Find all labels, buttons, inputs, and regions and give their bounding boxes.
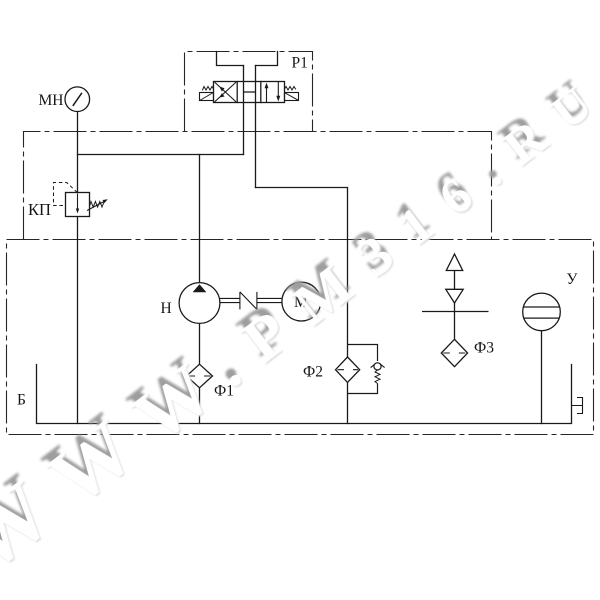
svg-text:Н: Н — [161, 300, 172, 317]
svg-text:Р1: Р1 — [292, 55, 308, 72]
svg-text:Б: Б — [17, 392, 26, 409]
svg-text:У: У — [567, 271, 578, 288]
svg-text:Ф3: Ф3 — [474, 340, 494, 357]
svg-text:МН: МН — [39, 92, 64, 109]
svg-text:Ф1: Ф1 — [214, 383, 234, 400]
svg-text:КП: КП — [28, 200, 51, 219]
svg-text:Ф2: Ф2 — [303, 364, 323, 381]
svg-text:М: М — [294, 294, 308, 311]
